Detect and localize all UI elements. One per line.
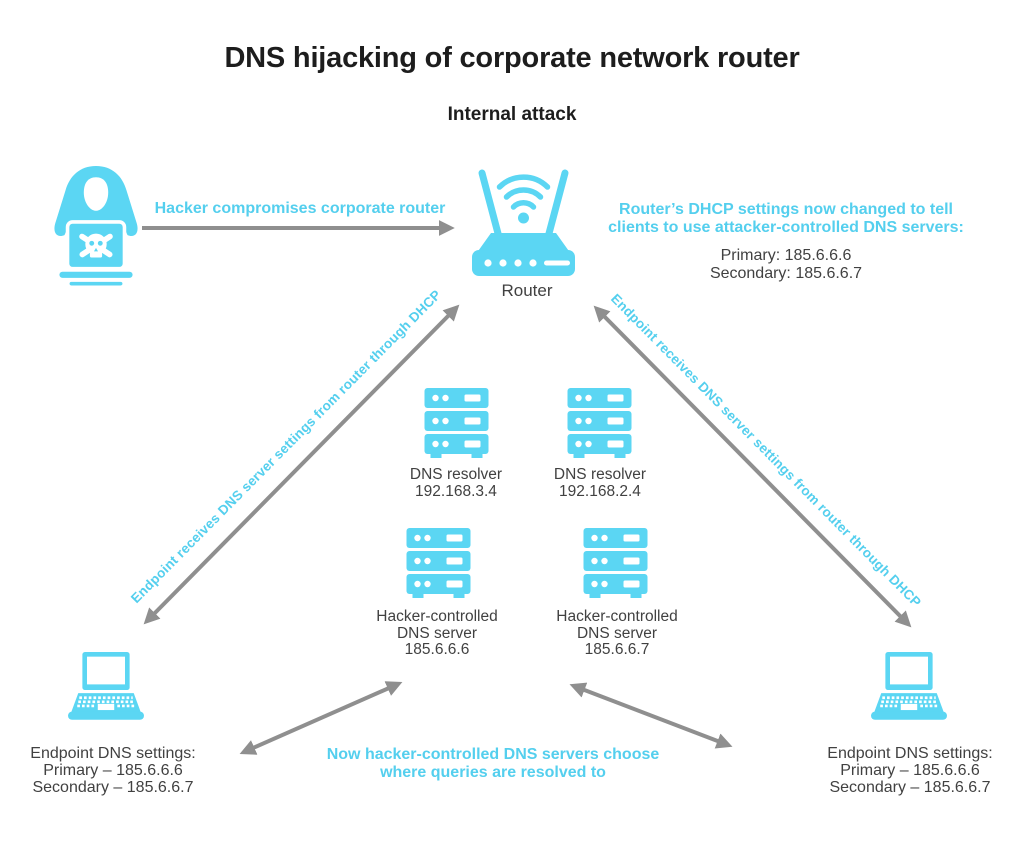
dns-resolver-left-name: DNS resolver <box>409 466 503 483</box>
endpoint-left-line3: Secondary – 185.6.6.7 <box>32 778 194 796</box>
hacked-dns-right-ip: 185.6.6.7 <box>584 641 650 659</box>
dhcp-line2: clients to use attacker-controlled DNS s… <box>608 218 964 236</box>
dns-resolver-left-ip: 192.168.3.4 <box>415 482 497 500</box>
hacked-dns-right-icon <box>583 528 648 598</box>
hacked-dns-left-icon <box>406 528 471 598</box>
dns-resolver-right-label: DNS resolver 192.168.2.4 <box>510 466 690 500</box>
dhcp-secondary: Secondary: 185.6.6.7 <box>709 264 863 282</box>
bottom-line2: where queries are resolved to <box>380 763 606 781</box>
dns-resolver-left-label: DNS resolver 192.168.3.4 <box>366 466 546 500</box>
endpoint-right-laptop-icon <box>871 652 947 720</box>
hacker-icon <box>54 166 138 286</box>
arrow-endpoint-right-to-dns <box>569 682 733 749</box>
hacked-dns-left-name2: DNS server <box>396 624 478 642</box>
page-subtitle: Internal attack <box>447 104 577 125</box>
arrow-router-endpoint-right <box>593 305 912 628</box>
endpoint-left-line1: Endpoint DNS settings: <box>30 745 196 762</box>
hacked-dns-right-name1: Hacker-controlled <box>556 608 678 625</box>
arrow-router-endpoint-left <box>143 304 460 625</box>
endpoint-right-line2: Primary – 185.6.6.6 <box>840 761 980 779</box>
bottom-annotation: Now hacker-controlled DNS servers choose… <box>293 746 693 782</box>
arrow-endpoint-left-to-dns <box>239 681 403 755</box>
endpoint-left-label: Endpoint DNS settings: Primary – 185.6.6… <box>0 745 228 796</box>
dhcp-primary: Primary: 185.6.6.6 <box>720 247 852 265</box>
compromise-label: Hacker compromises corporate router <box>154 200 446 217</box>
hacked-dns-left-ip: 185.6.6.6 <box>404 641 470 659</box>
endpoint-left-laptop-icon <box>68 652 144 720</box>
endpoint-left-line2: Primary – 185.6.6.6 <box>43 761 183 779</box>
hacked-dns-right-label: Hacker-controlled DNS server 185.6.6.7 <box>527 608 707 659</box>
dns-resolver-left-icon <box>424 388 489 458</box>
dns-resolver-right-name: DNS resolver <box>553 466 647 483</box>
endpoint-right-line1: Endpoint DNS settings: <box>827 745 993 762</box>
endpoint-right-label: Endpoint DNS settings: Primary – 185.6.6… <box>795 745 1024 796</box>
hacked-dns-left-name1: Hacker-controlled <box>376 608 498 625</box>
dhcp-line1: Router’s DHCP settings now changed to te… <box>619 201 953 218</box>
hacked-dns-right-name2: DNS server <box>576 624 658 642</box>
page-title: DNS hijacking of corporate network route… <box>224 42 800 74</box>
endpoint-right-line3: Secondary – 185.6.6.7 <box>829 778 991 796</box>
bottom-line1: Now hacker-controlled DNS servers choose <box>326 746 660 763</box>
router-label: Router <box>501 281 553 300</box>
router-icon <box>472 169 575 276</box>
dns-resolver-right-icon <box>567 388 632 458</box>
dhcp-settings-block: Router’s DHCP settings now changed to te… <box>576 201 996 282</box>
dns-resolver-right-ip: 192.168.2.4 <box>559 482 641 500</box>
hacked-dns-left-label: Hacker-controlled DNS server 185.6.6.6 <box>347 608 527 659</box>
